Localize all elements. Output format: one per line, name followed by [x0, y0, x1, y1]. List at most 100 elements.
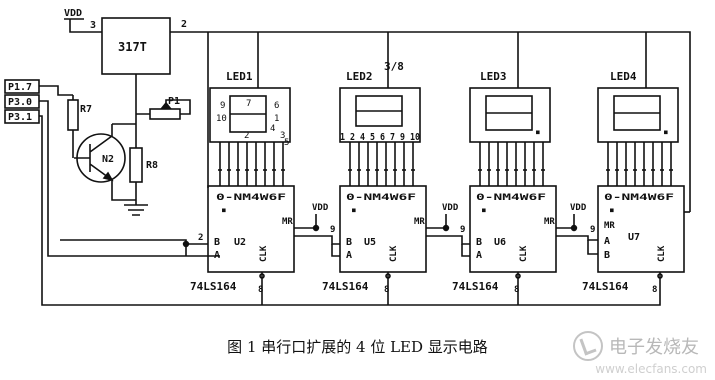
watermark: 电子发烧友 — [573, 331, 699, 361]
u6-b-label: B — [476, 237, 482, 248]
u5-body — [339, 185, 427, 273]
u7-outputs: 0-NM4W6F — [604, 193, 674, 203]
u7-part: 74LS164 — [582, 280, 629, 293]
u6-pin8: 8 — [514, 285, 519, 295]
junction-u2-out — [312, 224, 320, 232]
u6-part: 74LS164 — [452, 280, 499, 293]
u6-mr: MR — [544, 217, 555, 227]
regulator-pin-out: 2 — [181, 19, 187, 30]
u7-ab-tie — [587, 240, 598, 255]
u5-pin8: 8 — [384, 285, 389, 295]
u5-b-label: B — [346, 237, 352, 248]
port-p17-wire — [39, 85, 73, 96]
u2-pin-decor: ■ — [222, 207, 226, 214]
led1-pin9: 9 — [220, 101, 225, 111]
watermark-url: www.elecfans.com — [595, 362, 707, 376]
p1-resistor — [149, 108, 181, 120]
led4-display — [597, 87, 679, 143]
u5-a-label: A — [346, 250, 352, 261]
u5-clk: CLK — [389, 245, 399, 262]
u2-mr: MR — [282, 217, 293, 227]
led1-pin4: 4 — [270, 124, 275, 134]
u7-mr: MR — [604, 221, 615, 231]
r7-label: R7 — [80, 104, 92, 115]
u6-outputs: 0-NM4W6F — [476, 193, 546, 203]
led1-pin2: 2 — [244, 131, 249, 141]
led1-label: LED1 — [226, 70, 253, 83]
port-p30-wire — [39, 100, 220, 257]
vdd-u2-label: VDD — [312, 203, 329, 213]
watermark-brand: 电子发烧友 — [609, 337, 699, 358]
u2-b-label: B — [214, 237, 220, 248]
u2-outputs: 0-NM4W6F — [216, 193, 286, 203]
u2-mr-wire — [294, 214, 317, 229]
led2-pins: 1 2 4 5 6 7 9 10 — [340, 132, 420, 143]
led2-display — [339, 87, 421, 143]
u2-name: U2 — [234, 237, 246, 248]
u6-name: U6 — [494, 237, 506, 248]
led1-display — [209, 87, 291, 143]
port-p30-label: P3.0 — [8, 97, 32, 108]
supply-bus — [170, 31, 691, 212]
led2-note: 3/8 — [384, 60, 404, 73]
u7-a-label: A — [604, 236, 610, 247]
u5-pin-decor: ■ — [352, 207, 356, 214]
watermark-logo-icon — [573, 331, 603, 361]
led-chip-buses — [218, 142, 673, 186]
u5-mr: MR — [414, 217, 425, 227]
u5-part: 74LS164 — [322, 280, 369, 293]
r7-resistor — [67, 99, 79, 131]
led1-pin7: 7 — [246, 99, 251, 109]
junction-u5-out — [442, 224, 450, 232]
led1-pin6: 6 — [274, 101, 279, 111]
transistor-label: N2 — [102, 154, 114, 165]
u6-pin-decor: ■ — [482, 207, 486, 214]
u6-to-u7-wire — [556, 235, 598, 241]
supply-drops — [207, 32, 647, 188]
port-p31-label: P3.1 — [8, 112, 32, 123]
u2-pin8: 8 — [258, 285, 263, 295]
regulator-label: 317T — [118, 40, 147, 54]
transistor-arrow — [102, 171, 114, 182]
led1-pin3: 3 — [280, 131, 285, 141]
port-p17-label: P1.7 — [8, 82, 32, 93]
led4-label: LED4 — [610, 70, 637, 83]
vdd-u6-label: VDD — [570, 203, 587, 213]
figure-caption: 图 1 串行口扩展的 4 位 LED 显示电路 — [227, 338, 488, 356]
u6-a-label: A — [476, 250, 482, 261]
r8-resistor — [129, 147, 143, 183]
u7-b-label: B — [604, 250, 610, 261]
u7-pin-decor: ■ — [610, 207, 614, 214]
u6-clk: CLK — [519, 245, 529, 262]
ground-symbol — [124, 204, 148, 216]
u6-pin9: 9 — [460, 225, 465, 235]
u2-to-u5-wire — [294, 235, 340, 245]
led4-dot: ■ — [664, 129, 668, 136]
u5-mr-wire — [426, 214, 447, 229]
vdd-top-label: VDD — [64, 8, 82, 19]
u2-body — [207, 185, 295, 273]
u5-to-u6-wire — [426, 235, 470, 245]
u5-ab-tie — [331, 244, 340, 257]
u6-ab-tie — [461, 244, 470, 257]
u5-name: U5 — [364, 237, 376, 248]
u7-pin8: 8 — [652, 285, 657, 295]
transistor-leads — [74, 124, 113, 186]
vdd-u5-label: VDD — [442, 203, 459, 213]
u5-outputs: 0-NM4W6F — [346, 193, 416, 203]
junction-u6-out — [570, 224, 578, 232]
transistor-emitter-wire — [111, 186, 136, 201]
led1-pin5: 5 — [284, 138, 289, 148]
vdd-top-wire — [64, 18, 102, 33]
u2-a-label: A — [214, 250, 220, 261]
u6-mr-wire — [556, 214, 575, 229]
r8-label: R8 — [146, 160, 158, 171]
port-p31-wire — [39, 115, 661, 306]
p1-label: P1 — [168, 96, 180, 107]
junction-u2 — [182, 240, 190, 248]
led3-label: LED3 — [480, 70, 507, 83]
u7-pin9: 9 — [590, 225, 595, 235]
u6-body — [469, 185, 557, 273]
led3-dot: ■ — [536, 129, 540, 136]
